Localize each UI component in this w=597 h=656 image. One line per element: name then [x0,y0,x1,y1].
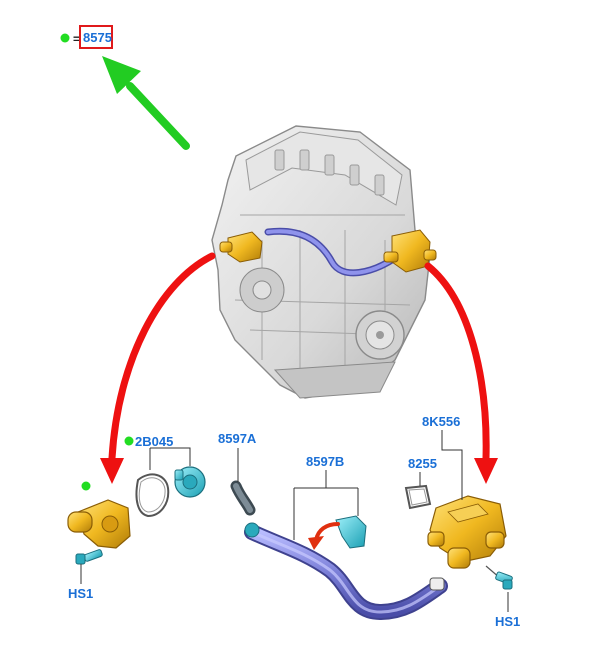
leader-8k556 [441,430,463,500]
legend-equals: = [73,32,80,46]
legend-part-number: 8575 [83,30,112,45]
bolt-right-illustration [485,565,513,590]
outlet-housing-illustration [427,495,507,569]
hose-8597a-illustration [230,480,256,516]
legend: = 8575 [60,25,113,49]
thermostat-housing-illustration [67,499,131,549]
rotate-arrow-icon [308,522,340,550]
bolt-left-illustration [75,549,103,565]
marker-dot-icon [124,436,134,446]
hose-8597b-illustration [244,522,448,621]
red-arrow-left-icon [100,252,216,484]
label-hs1-left: HS1 [68,586,93,601]
legend-part-box [79,25,113,49]
label-8k556: 8K556 [422,414,460,429]
label-2b045: 2B045 [135,434,173,449]
label-hs1-right: HS1 [495,614,520,629]
legend-dot-icon [60,33,70,43]
thermostat-gasket-illustration [135,473,170,518]
label-8597a: 8597A [218,431,257,446]
leader-2b045-b [150,447,191,466]
green-pointer-arrow-icon [102,56,190,150]
engine-block-illustration [211,125,437,399]
leader-8597b [293,470,359,540]
label-8597b: 8597B [306,454,344,469]
red-arrow-right-icon [424,262,498,484]
thermostat-illustration [174,466,206,498]
hose-bracket-illustration [335,515,367,549]
outlet-gasket-illustration [404,484,432,510]
marker-dot-icon [81,481,91,491]
label-8255: 8255 [408,456,437,471]
